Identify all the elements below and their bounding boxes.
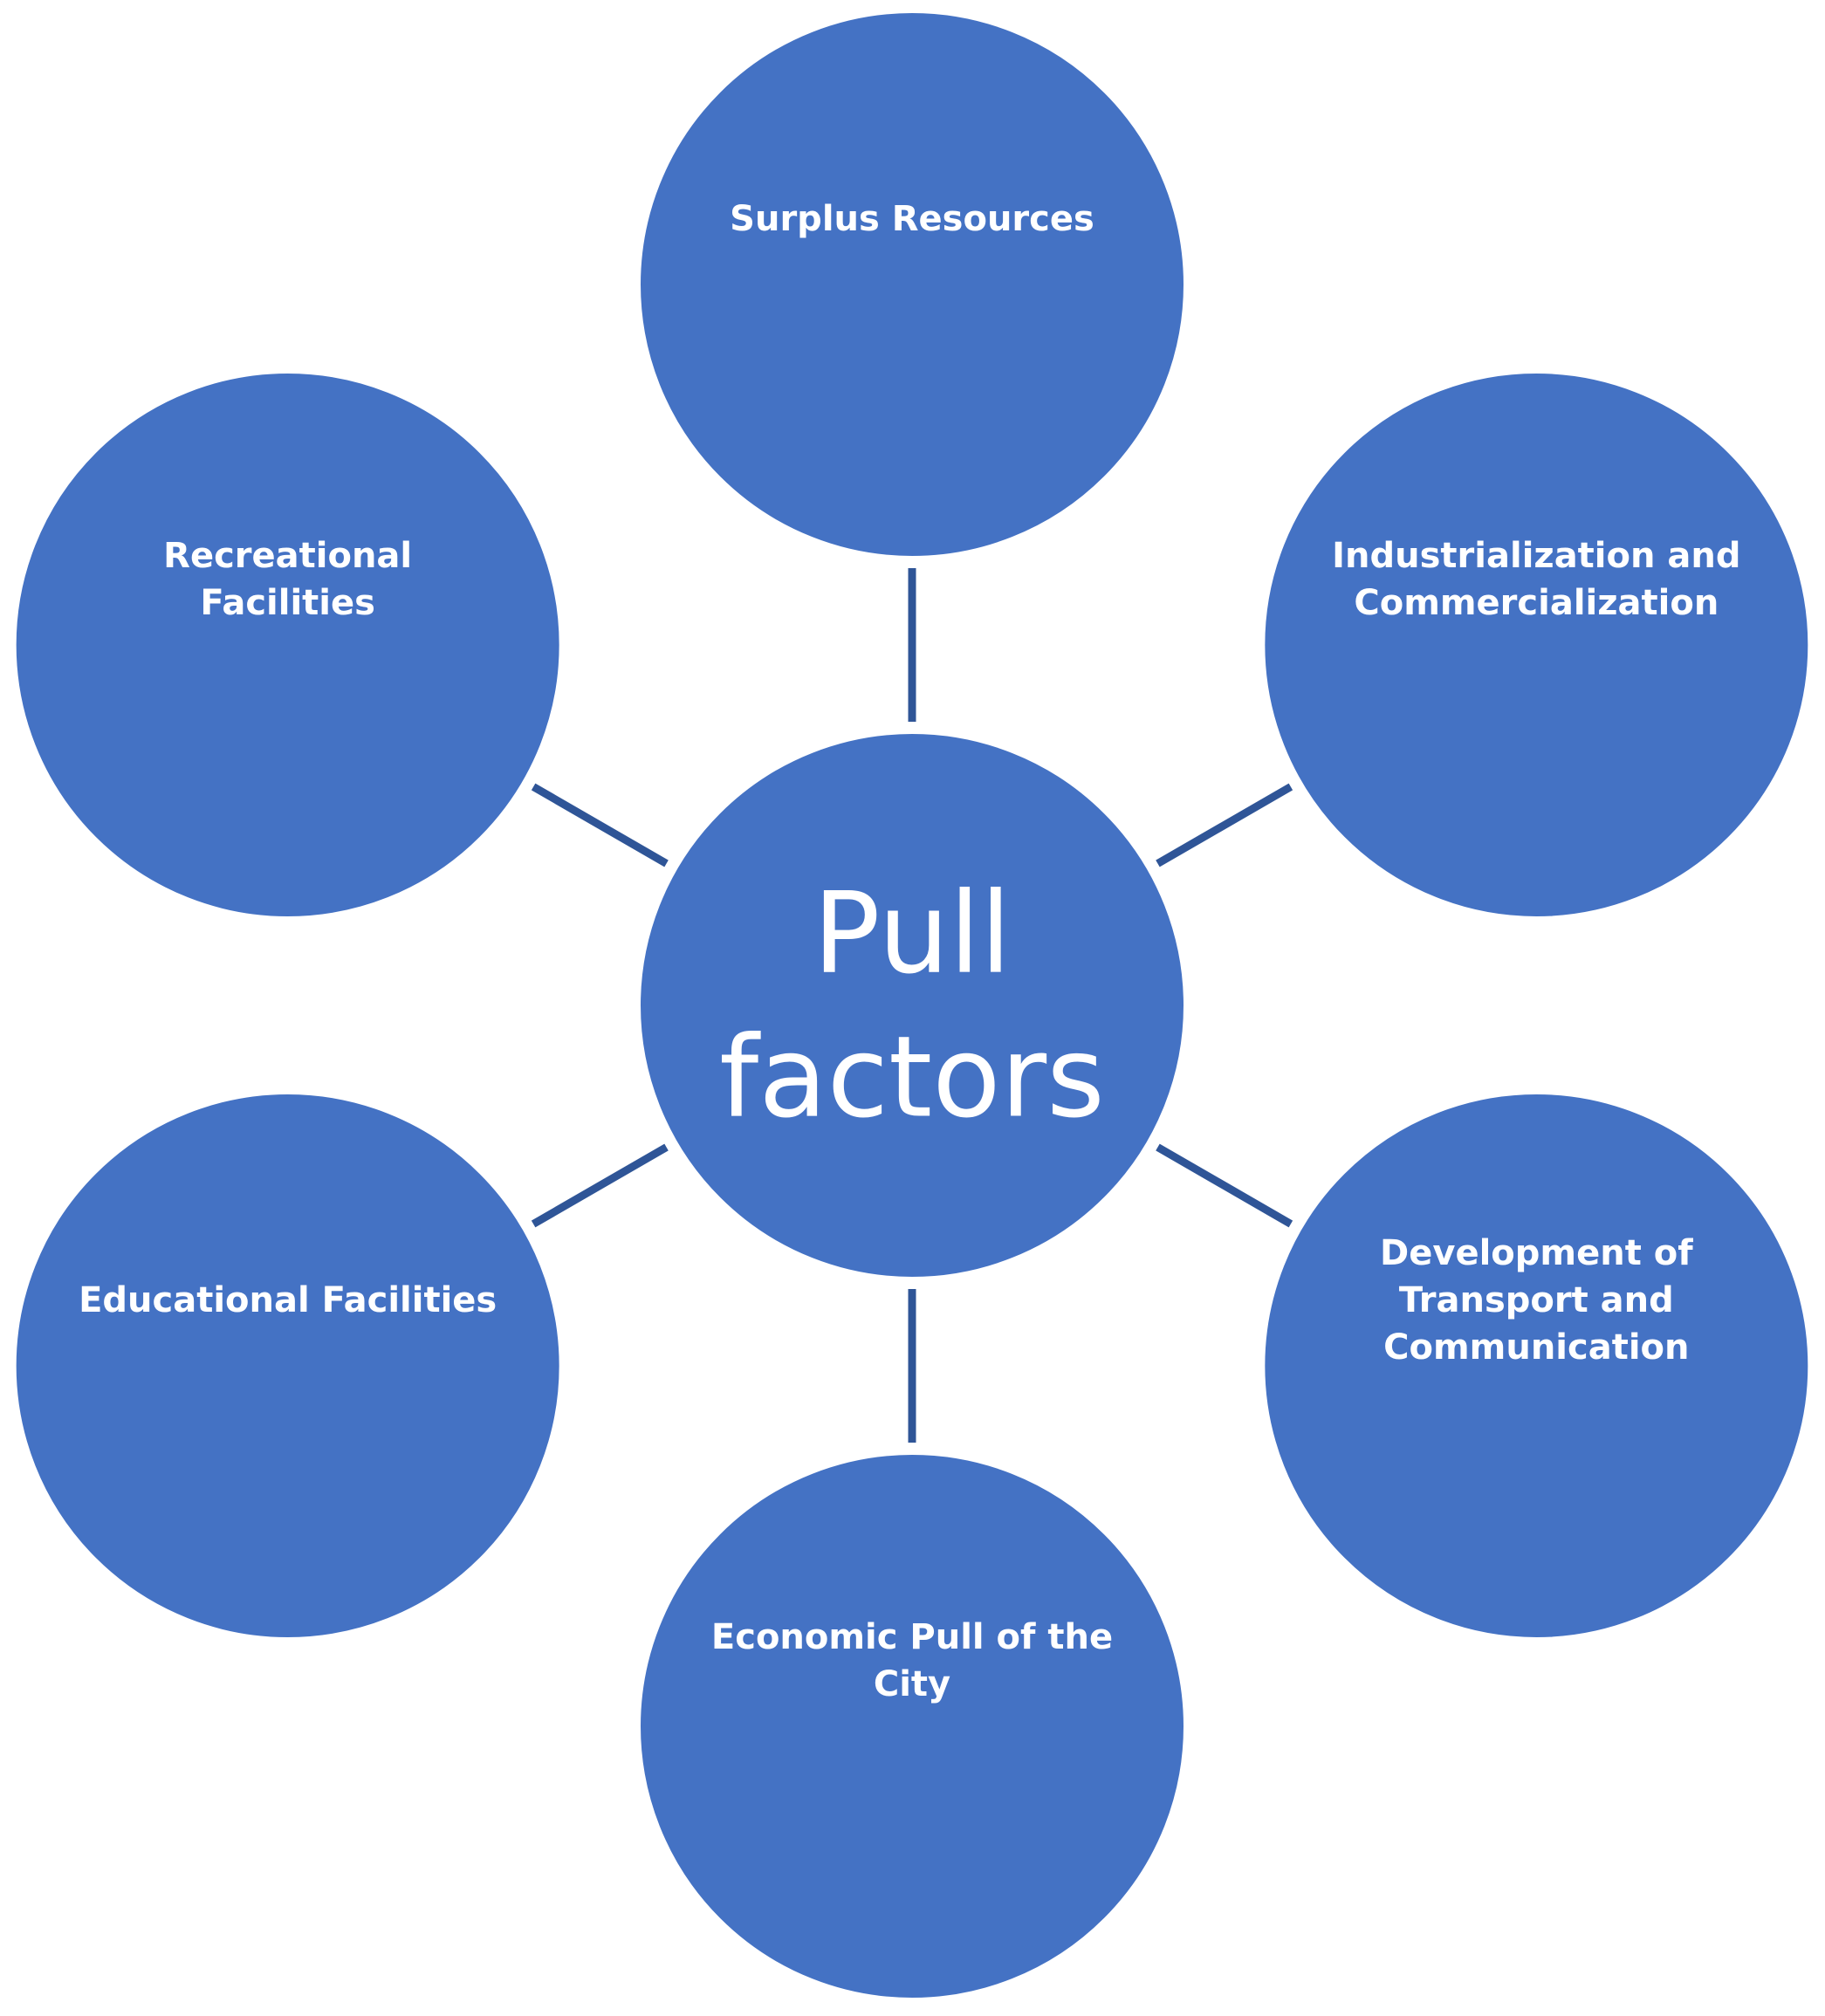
node-label-educational-facilities: Educational Facilities [79, 1280, 497, 1320]
node-circle-transport-communication [1261, 1091, 1812, 1641]
node-circle-recreational-facilities [12, 370, 563, 920]
center-label-line: factors [719, 1013, 1105, 1143]
connector-industrialization-commercialization [1156, 783, 1293, 867]
node-surplus-resources: Surplus Resources [637, 10, 1187, 559]
connector-recreational-facilities [531, 783, 669, 867]
center-label: Pull factors [719, 869, 1105, 1143]
node-label-line: Industrialization and [1332, 536, 1740, 576]
connectors [531, 568, 1293, 1443]
node-label-line: Commercialization [1354, 583, 1719, 623]
center-node: Pull factors [637, 730, 1187, 1280]
node-label-line: Recreational [163, 536, 412, 576]
node-label-line: Educational Facilities [79, 1280, 497, 1320]
node-label-line: Communication [1383, 1327, 1689, 1368]
node-circle-surplus-resources [637, 10, 1187, 559]
node-label-line: Economic Pull of the [711, 1617, 1113, 1657]
node-circle-educational-facilities [12, 1091, 563, 1641]
node-circle-economic-pull [637, 1451, 1187, 2001]
node-label-line: Facilities [200, 583, 375, 623]
node-label-line: City [874, 1664, 950, 1704]
node-label-line: Transport and [1399, 1280, 1674, 1320]
connector-educational-facilities [531, 1143, 669, 1228]
connector-transport-communication [1156, 1143, 1293, 1228]
node-label-line: Surplus Resources [730, 199, 1094, 239]
node-label-line: Development of [1380, 1233, 1693, 1273]
center-label-line: Pull [813, 869, 1011, 999]
node-educational-facilities: Educational Facilities [12, 1091, 563, 1641]
node-circle-industrialization-commercialization [1261, 370, 1812, 920]
center-circle [637, 730, 1187, 1280]
node-label-surplus-resources: Surplus Resources [730, 199, 1094, 239]
